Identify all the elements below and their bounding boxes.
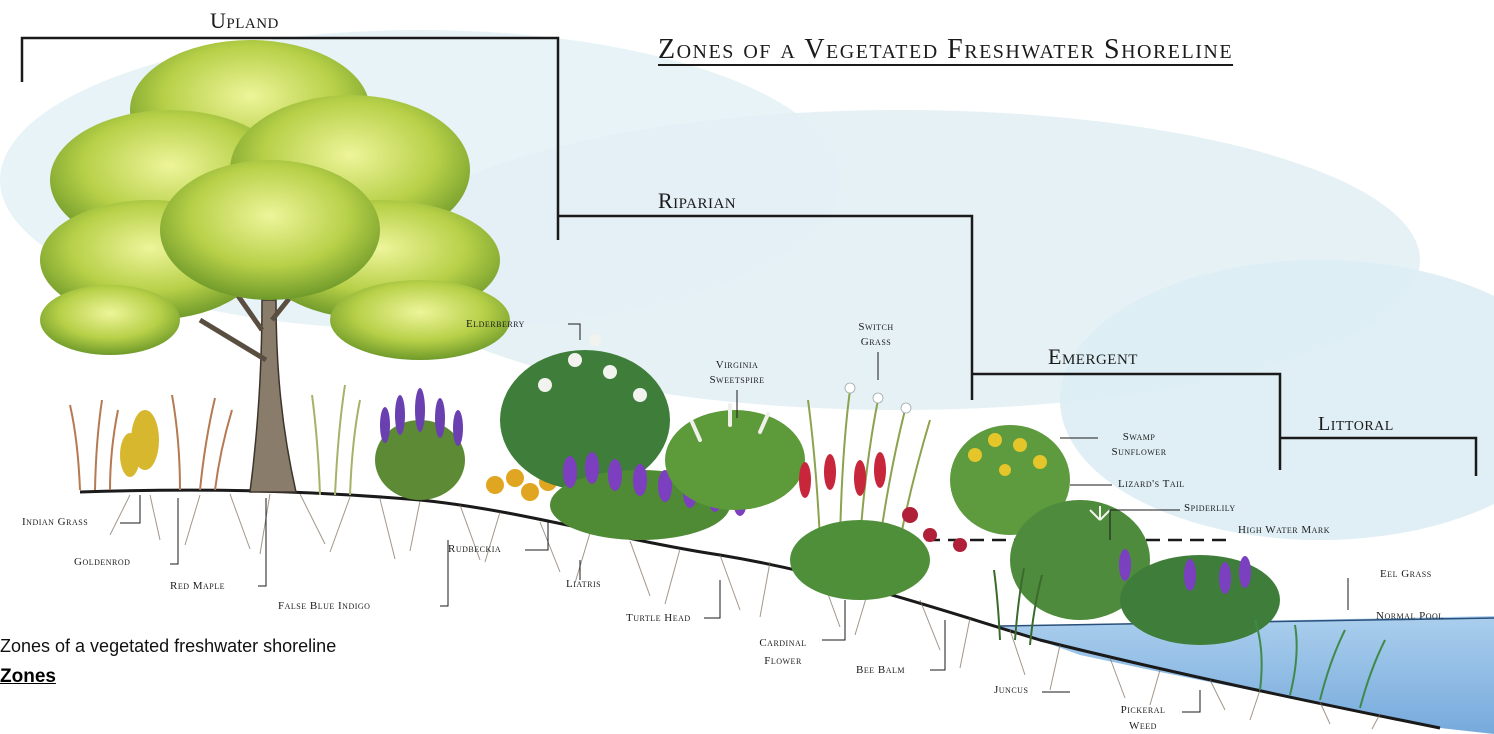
zone-label-upland: Upland [210,8,279,34]
plant-label-eel-grass: Eel Grass [1380,568,1432,580]
plant-label-virginia-sweetspire: Virginia Sweetspire [698,358,776,388]
plant-label-switch-grass: Switch Grass [846,320,906,350]
zone-label-emergent: Emergent [1048,344,1138,370]
cardinal-flower-plant [790,452,930,600]
goldenrod-plant [120,410,159,477]
plant-label-goldenrod: Goldenrod [74,556,130,568]
normal-pool-label: Normal Pool [1376,610,1444,622]
plant-label-juncus: Juncus [994,684,1028,696]
plant-label-false-blue-indigo: False Blue Indigo [278,600,370,612]
plant-label-rudbeckia: Rudbeckia [448,543,501,555]
plant-label-lizards-tail: Lizard's Tail [1118,478,1185,490]
plant-label-liatris: Liatris [566,578,601,590]
plant-label-red-maple: Red Maple [170,580,225,592]
false-blue-indigo-plant [375,388,465,500]
plant-label-turtle-head: Turtle Head [626,612,691,624]
plant-label-indian-grass: Indian Grass [22,516,88,528]
plant-label-pickerel-weed: Pickeral Weed [1108,702,1178,734]
grass-clump [312,385,360,495]
figure-caption: Zones of a vegetated freshwater shorelin… [0,636,336,657]
plant-label-cardinal-flower: Cardinal Flower [748,634,818,670]
zone-label-littoral: Littoral [1318,413,1394,436]
zones-link[interactable]: Zones [0,666,56,688]
plant-label-bee-balm: Bee Balm [856,664,905,676]
plant-label-swamp-sunflower: Swamp Sunflower [1100,430,1178,460]
virginia-sweetspire-plant [665,405,805,510]
high-water-mark-label: High Water Mark [1238,524,1330,536]
plant-label-spiderlily: Spiderlily [1184,502,1236,514]
plant-label-elderberry: Elderberry [466,318,525,330]
diagram-title: Zones of a Vegetated Freshwater Shorelin… [658,34,1233,66]
zone-label-riparian: Riparian [658,188,736,214]
